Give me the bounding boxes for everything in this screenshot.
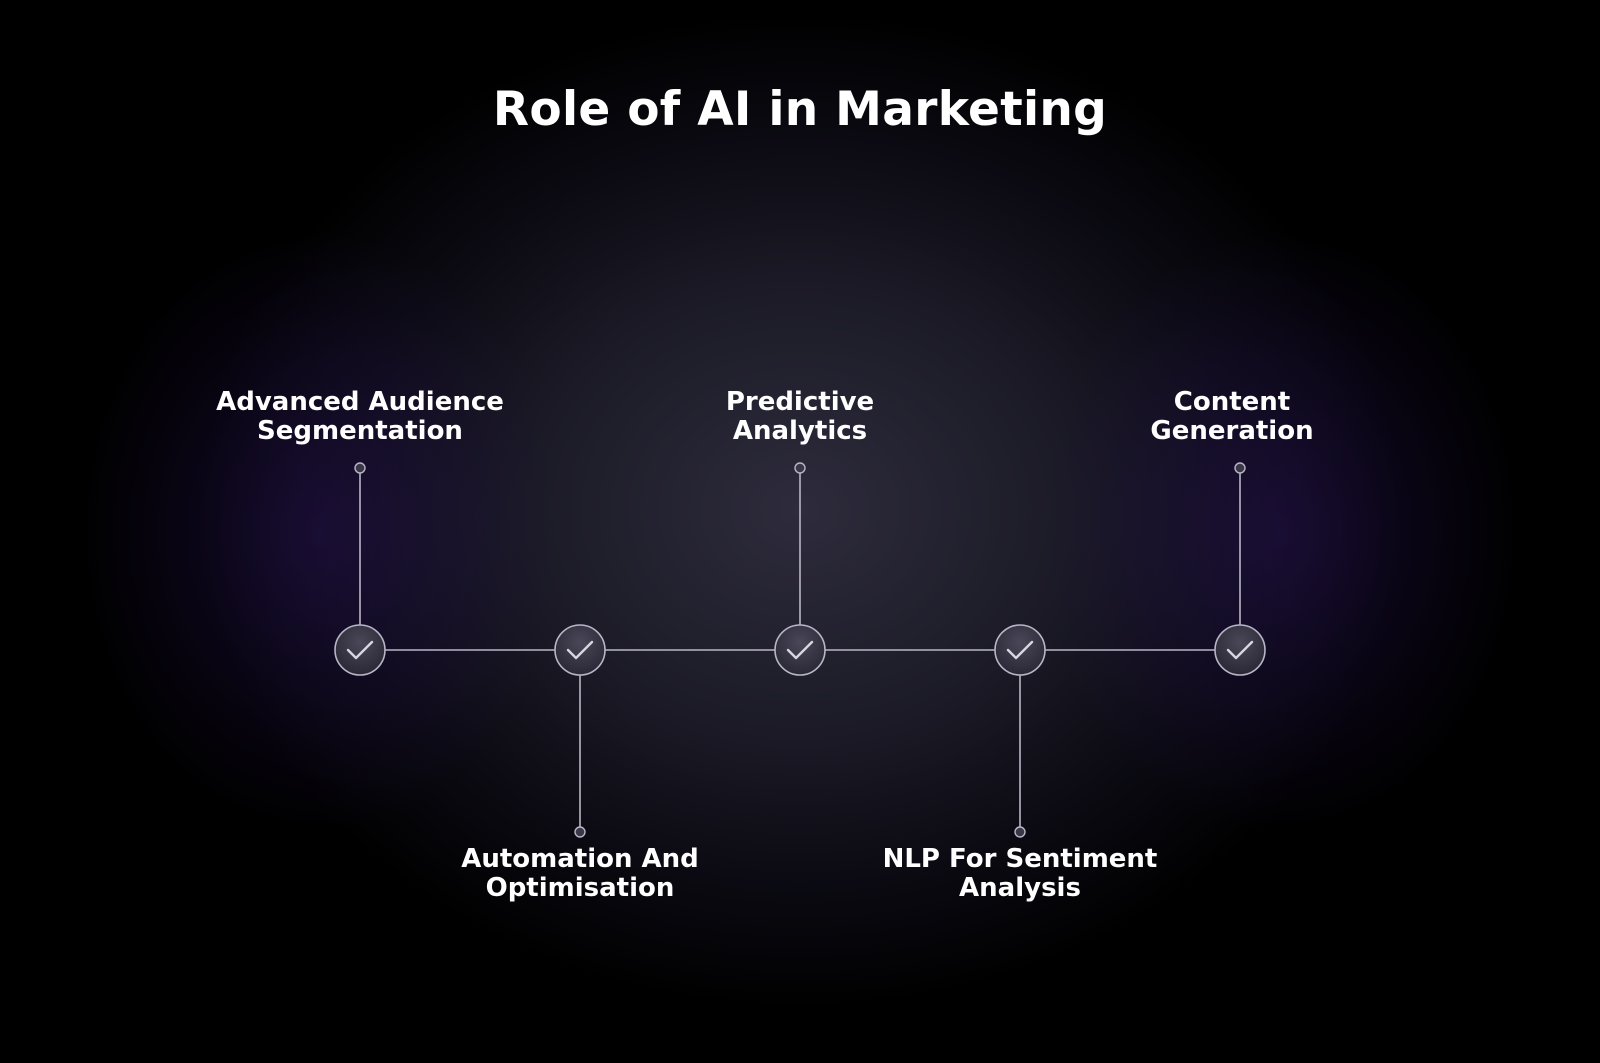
connector-dot-4 xyxy=(1014,826,1026,838)
milestone-node-4 xyxy=(994,624,1046,676)
milestone-node-5 xyxy=(1214,624,1266,676)
connector-dot-2 xyxy=(574,826,586,838)
milestone-node-2 xyxy=(554,624,606,676)
node-label-predictive-analytics: Predictive Analytics xyxy=(725,387,875,446)
connector-dot-3 xyxy=(794,462,806,474)
connector-dot-1 xyxy=(354,462,366,474)
check-icon xyxy=(1006,640,1034,660)
check-icon xyxy=(346,640,374,660)
node-label-advanced-audience-segmentation: Advanced Audience Segmentation xyxy=(216,387,504,446)
check-icon xyxy=(1226,640,1254,660)
node-label-nlp-for-sentiment-analysis: NLP For Sentiment Analysis xyxy=(882,844,1158,903)
page-title: Role of AI in Marketing xyxy=(492,82,1108,137)
milestone-node-1 xyxy=(334,624,386,676)
check-icon xyxy=(786,640,814,660)
node-label-automation-and-optimisation: Automation And Optimisation xyxy=(461,844,699,903)
milestone-node-3 xyxy=(774,624,826,676)
connector-dot-5 xyxy=(1234,462,1246,474)
check-icon xyxy=(566,640,594,660)
node-label-content-generation: Content Generation xyxy=(1150,387,1314,446)
